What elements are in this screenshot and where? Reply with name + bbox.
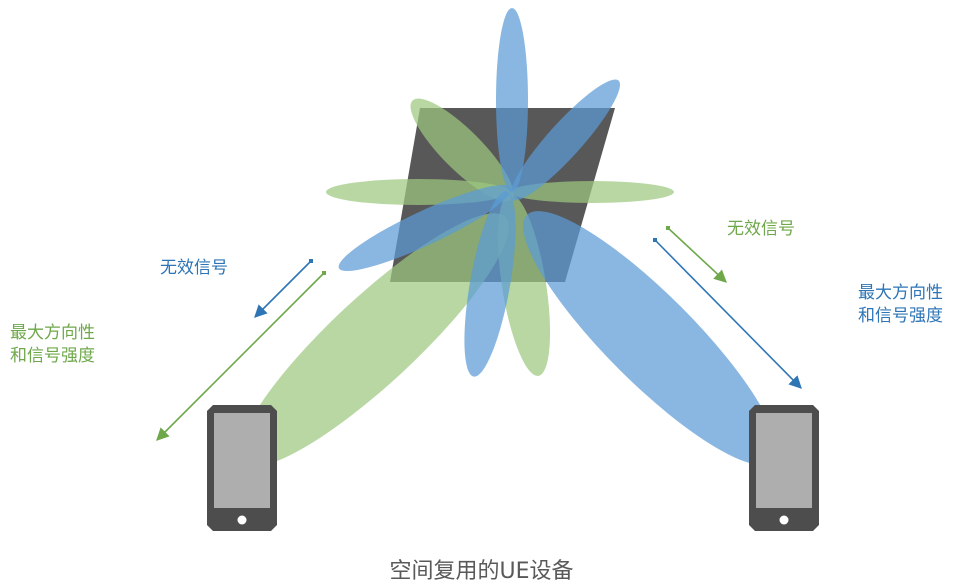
right-invalid-signal-arrow [666,226,727,283]
blue-side-lobe-left [338,184,512,272]
green-side-lobe-right [510,181,674,203]
blue-main-lobe [523,211,777,465]
right-max-direction-label: 最大方向性 和信号强度 [858,283,943,326]
phone-icon-right [749,405,819,531]
blue-side-lobe-up [496,8,528,192]
left-invalid-signal-arrow [254,259,313,318]
left-invalid-signal-label: 无效信号 [160,258,228,278]
diagram-caption: 空间复用的UE设备 [389,559,574,584]
blue-beam-pattern [338,8,777,465]
left-max-direction-label: 最大方向性 和信号强度 [10,323,95,366]
phone-icon-left [207,405,277,531]
green-beam-pattern [239,98,674,467]
right-invalid-signal-label: 无效信号 [727,219,795,239]
left-max-direction-arrow [156,271,326,441]
right-max-direction-arrow [653,238,802,389]
green-main-lobe [239,213,509,467]
blue-side-lobe-upper-right [509,79,621,201]
green-side-lobe-upper-left [410,98,514,202]
blue-side-lobe-lower [464,191,516,377]
